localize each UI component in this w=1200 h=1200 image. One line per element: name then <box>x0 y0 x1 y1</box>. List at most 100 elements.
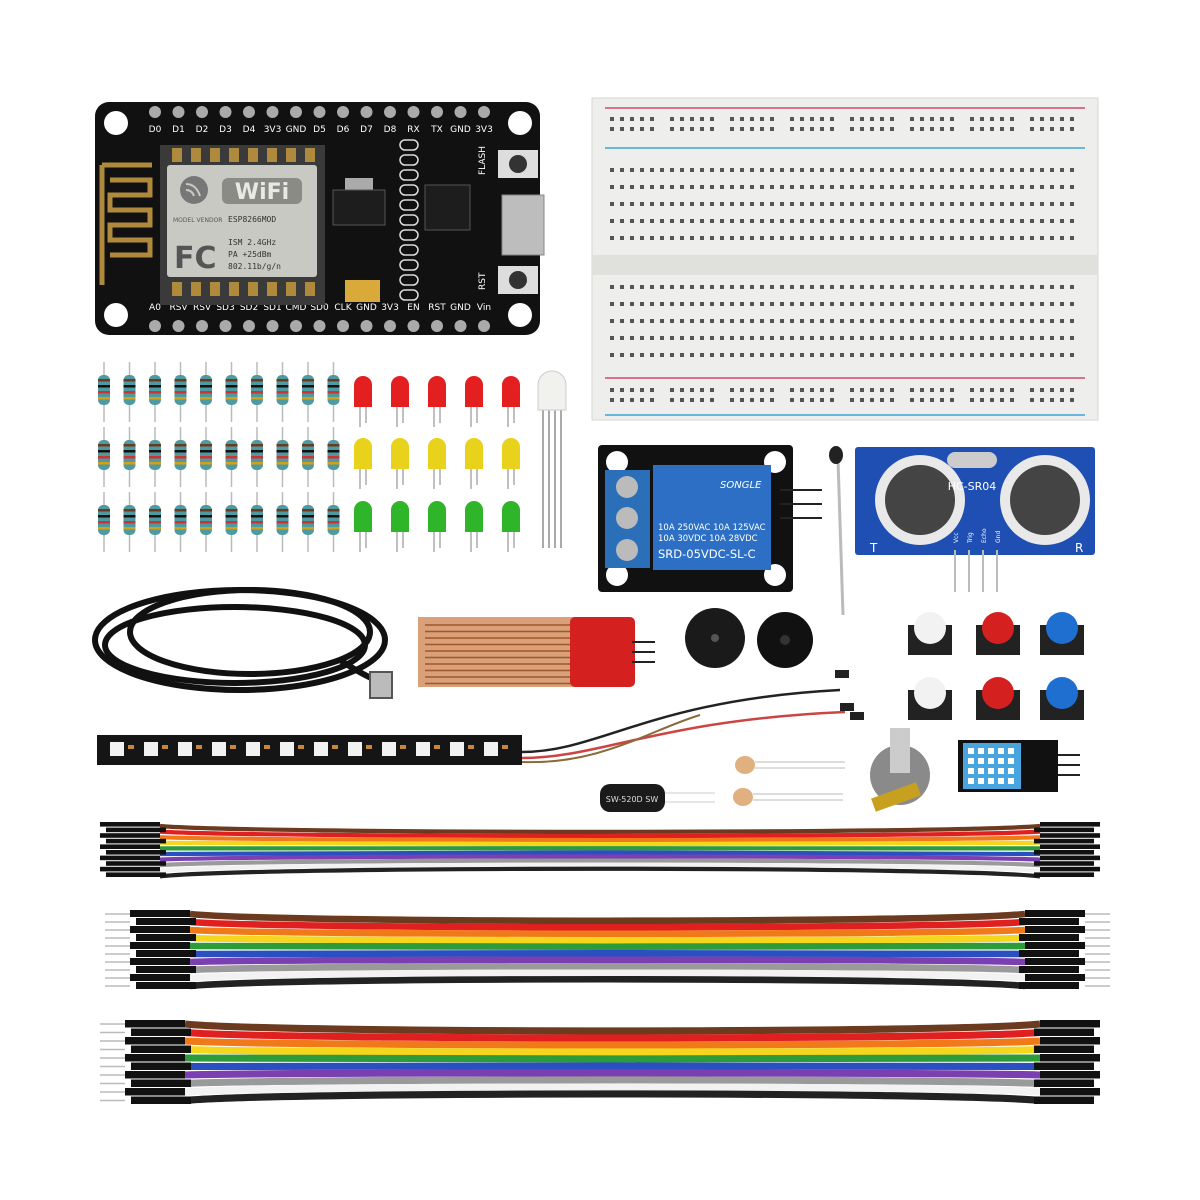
pin-label: Vcc <box>953 532 960 543</box>
led <box>391 501 409 532</box>
tilt-sensor-label: SW-520D SW <box>606 795 659 804</box>
led <box>465 438 483 469</box>
ultrasonic-model: HC-SR04 <box>948 480 997 493</box>
led <box>428 438 446 469</box>
pin-label: GND <box>450 303 471 313</box>
espressif-logo <box>180 176 208 204</box>
tilt-sensor: SW-520D SW <box>600 784 715 812</box>
pin-label: GND <box>356 303 377 313</box>
transmitter-label: T <box>869 541 878 555</box>
relay-module: SONGLE 10A 250VAC 10A 125VAC 10A 30VDC 1… <box>598 445 822 592</box>
tactile-buttons <box>908 612 1084 720</box>
pin-label: 3V3 <box>475 125 493 135</box>
strip-led <box>144 742 158 756</box>
relay-model: SRD-05VDC-SL-C <box>658 547 756 561</box>
pin-label: RSV <box>193 303 212 313</box>
pin-label: Trig <box>967 532 974 544</box>
receiver-label: R <box>1075 541 1083 555</box>
pin-label: SD0 <box>310 303 329 313</box>
relay-rating: 10A 30VDC 10A 28VDC <box>658 534 758 544</box>
pin-label: D8 <box>384 125 397 135</box>
led-strip <box>97 670 864 765</box>
led <box>354 438 372 469</box>
strip-led <box>280 742 294 756</box>
strip-led <box>212 742 226 756</box>
jumper-ribbon <box>100 1020 1100 1105</box>
photoresistor <box>733 788 843 806</box>
relay-brand: SONGLE <box>720 480 762 491</box>
led <box>428 376 446 407</box>
strip-led <box>450 742 464 756</box>
led <box>465 376 483 407</box>
led <box>354 501 372 532</box>
led <box>354 376 372 407</box>
pin-label: Vin <box>477 303 491 313</box>
pin-label: GND <box>450 125 471 135</box>
pin-label: CMD <box>286 303 307 313</box>
pin-label: SD1 <box>263 303 281 313</box>
jumper-ribbon <box>105 910 1110 990</box>
wifi-logo: WiFi <box>235 180 289 205</box>
micro-usb-port <box>501 194 545 256</box>
buzzer-passive <box>757 612 813 668</box>
flash-label: FLASH <box>478 146 488 175</box>
jumper-wire-ribbons <box>100 822 1110 1105</box>
strip-led <box>382 742 396 756</box>
led <box>502 501 520 532</box>
led <box>391 376 409 407</box>
pin-label: D5 <box>313 125 326 135</box>
led <box>502 438 520 469</box>
resistor-array <box>98 362 340 552</box>
potentiometer <box>870 728 930 812</box>
pin-label: D3 <box>219 125 232 135</box>
strip-led <box>178 742 192 756</box>
strip-led <box>314 742 328 756</box>
pin-label: A0 <box>149 303 161 313</box>
rst-label: RST <box>478 272 488 290</box>
pin-label: SD2 <box>240 303 258 313</box>
pin-label: D2 <box>196 125 209 135</box>
strip-led <box>110 742 124 756</box>
photoresistor <box>735 756 845 774</box>
pin-label: 3V3 <box>381 303 399 313</box>
relay-body <box>653 465 771 570</box>
pin-label: 3V3 <box>264 125 282 135</box>
led-array <box>354 376 520 552</box>
pin-label: RX <box>407 125 419 135</box>
water-level-sensor <box>418 617 655 687</box>
strip-led <box>348 742 362 756</box>
strip-led <box>484 742 498 756</box>
led <box>391 438 409 469</box>
pin-label: Gnd <box>995 531 1002 543</box>
led <box>502 376 520 407</box>
pin-label: EN <box>407 303 419 313</box>
pin-label: RSV <box>169 303 188 313</box>
pin-label: D7 <box>360 125 373 135</box>
dht11-sensor <box>958 740 1080 792</box>
pin-label: CLK <box>334 303 352 313</box>
strip-led <box>246 742 260 756</box>
spec-line: 802.11b/g/n <box>228 262 281 271</box>
thermistor <box>829 446 845 616</box>
fcc-logo: FC <box>174 241 217 276</box>
pin-label: D1 <box>172 125 185 135</box>
pin-label: D0 <box>149 125 162 135</box>
usb-cable <box>92 587 393 699</box>
usb-serial-chip <box>424 184 471 231</box>
rgb-led <box>537 370 567 548</box>
strip-led <box>416 742 430 756</box>
pin-label: D4 <box>243 125 256 135</box>
breadboard <box>591 97 1099 421</box>
spec-line: PA +25dBm <box>228 250 272 259</box>
pcb-antenna <box>99 162 153 285</box>
pin-label: TX <box>430 125 443 135</box>
led <box>428 501 446 532</box>
pin-label: SD3 <box>216 303 234 313</box>
model-vendor: MODEL VENDOR <box>173 217 222 224</box>
pin-label: GND <box>286 125 307 135</box>
